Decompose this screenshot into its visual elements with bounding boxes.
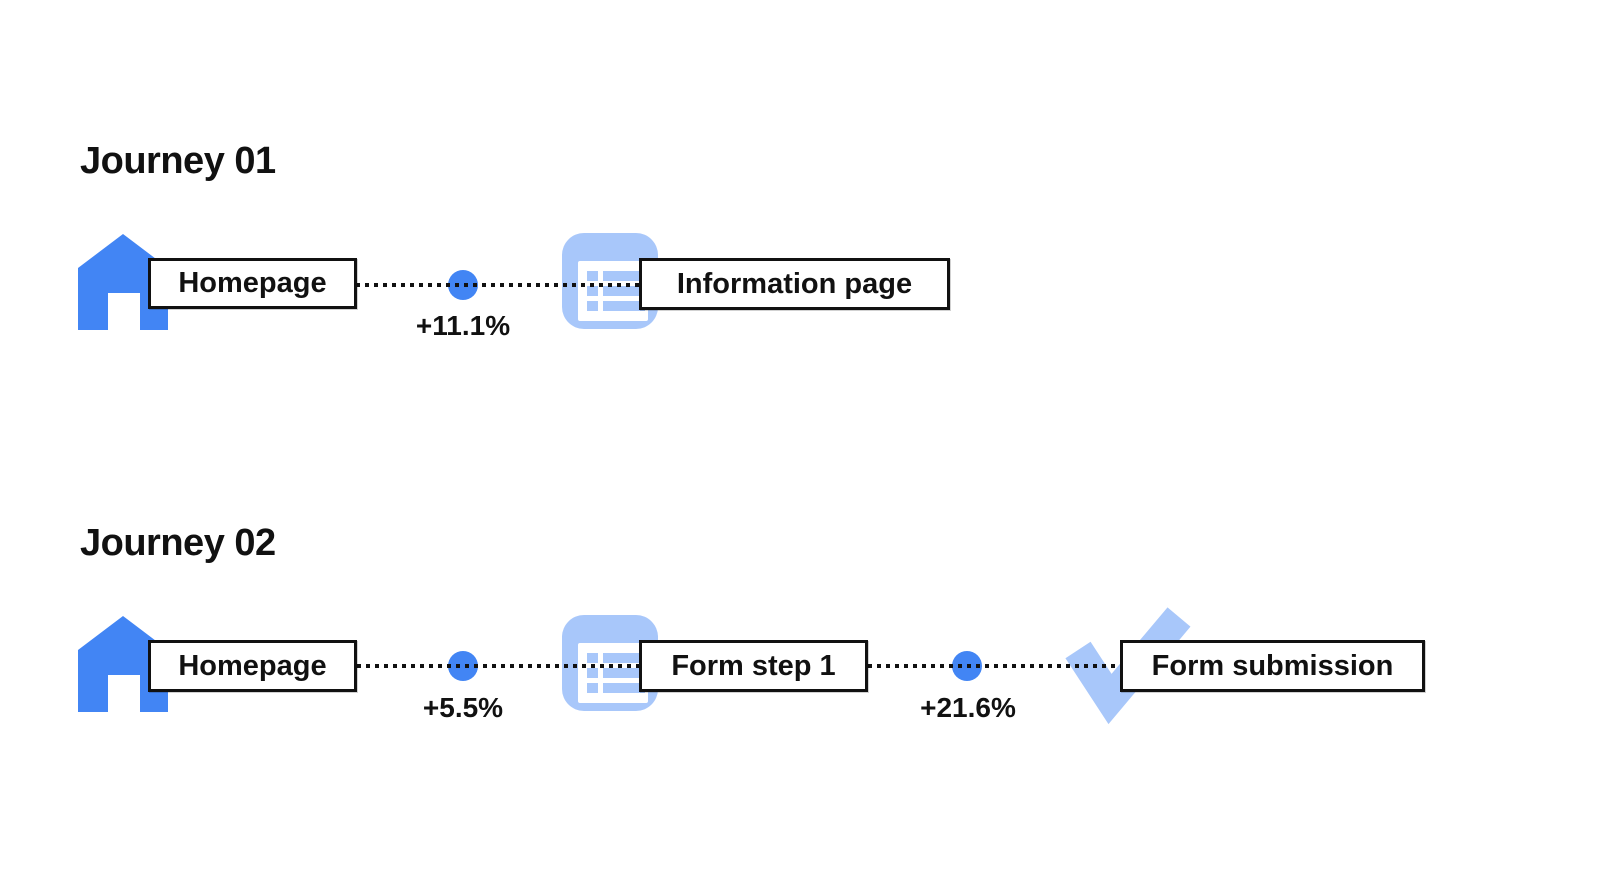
list-page-icon-body [578, 643, 648, 703]
list-row [587, 653, 648, 663]
journey-1-title: Journey 01 [80, 140, 276, 182]
step-label: Form step 1 [671, 649, 836, 682]
connector-dotted-line [356, 283, 640, 287]
list-row [587, 683, 648, 693]
list-row [587, 668, 648, 678]
step-label-box: Form submission [1120, 640, 1425, 692]
step-label-box: Form step 1 [639, 640, 868, 692]
list-row [587, 301, 648, 311]
list-page-icon [562, 615, 658, 711]
list-page-icon-body [578, 261, 648, 321]
list-row [587, 271, 648, 281]
transition-percentage: +5.5% [422, 692, 504, 723]
transition-percentage: +21.6% [920, 692, 1016, 723]
journey-2-title: Journey 02 [80, 522, 276, 564]
list-row [587, 286, 648, 296]
step-label-box: Homepage [148, 640, 357, 692]
step-label: Homepage [178, 267, 327, 299]
step-label: Information page [676, 267, 913, 300]
step-label-box: Homepage [148, 258, 357, 309]
step-label: Form submission [1151, 649, 1394, 682]
step-label: Homepage [178, 649, 327, 682]
step-label-box: Information page [639, 258, 950, 310]
connector-dotted-line [868, 664, 1120, 668]
connector-dotted-line [357, 664, 639, 668]
transition-percentage: +11.1% [415, 310, 511, 341]
